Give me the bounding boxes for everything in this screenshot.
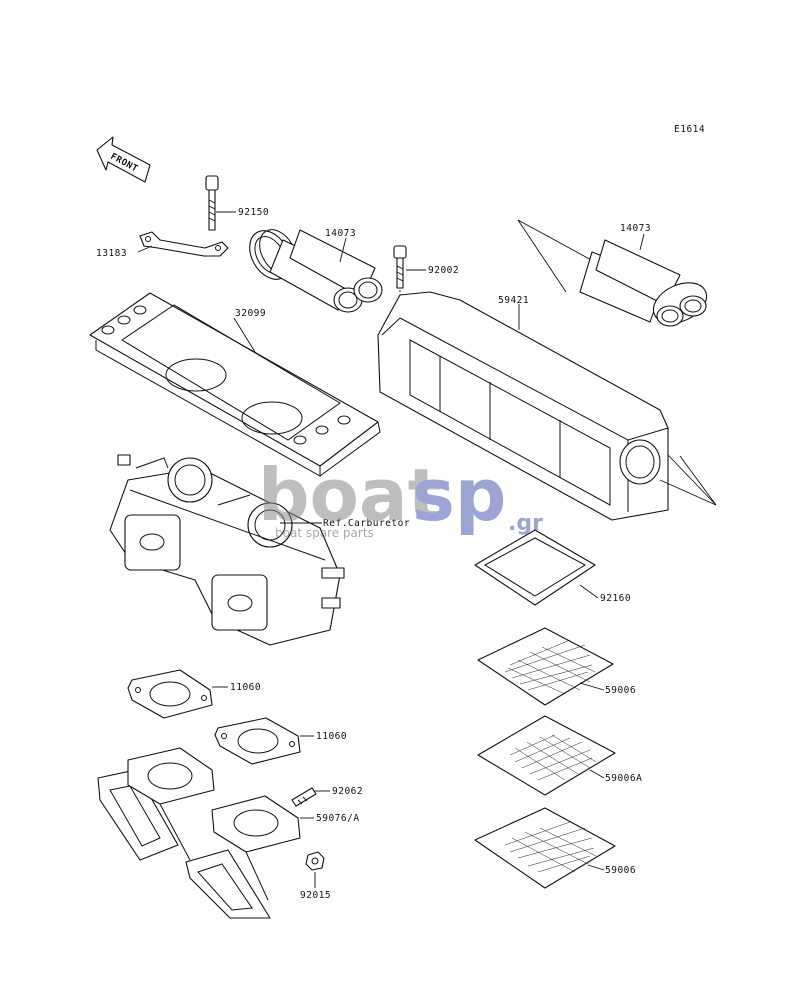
callout-11060-lower: 11060 [316, 731, 347, 742]
callout-59006A: 59006A [605, 773, 642, 784]
screen-59006-bottom [474, 807, 616, 889]
callout-32099: 32099 [235, 308, 266, 319]
callout-13183: 13183 [96, 248, 127, 259]
front-arrow-icon: FRONT [96, 136, 151, 183]
screen-59006A [477, 715, 616, 796]
bracket-13183 [137, 231, 229, 257]
callout-92002: 92002 [428, 265, 459, 276]
gasket-11060-upper [127, 669, 228, 719]
callout-14073-left: 14073 [325, 228, 356, 239]
air-box-base-32099 [89, 292, 381, 477]
watermark-suffix: .gr [508, 511, 543, 536]
diagram-id: E1614 [674, 124, 705, 135]
watermark-tagline: boat spare parts [275, 526, 374, 540]
bolt-92150 [205, 175, 236, 231]
callout-92062: 92062 [332, 786, 363, 797]
manifold-59076A [97, 747, 314, 919]
arrester-case-59421 [377, 291, 717, 521]
gasket-11060-lower [214, 717, 314, 765]
callout-59421: 59421 [498, 295, 529, 306]
screen-59006-top [477, 627, 614, 706]
carburetor-assembly [109, 454, 345, 646]
callout-59006-bottom: 59006 [605, 865, 636, 876]
callout-59006-top: 59006 [605, 685, 636, 696]
watermark-brand-right: sp [412, 453, 506, 537]
watermark-brand-left: boat [258, 453, 442, 537]
gasket-92160 [474, 529, 599, 606]
nut-92015 [305, 851, 325, 888]
callout-59076A: 59076/A [316, 813, 360, 824]
callout-11060-upper: 11060 [230, 682, 261, 693]
callout-92150: 92150 [238, 207, 269, 218]
ref-carburetor-label: Ref.Carburetor [323, 518, 410, 529]
stud-92062 [291, 787, 330, 807]
intake-duct-14073-left [249, 229, 383, 313]
callout-14073-right: 14073 [620, 223, 651, 234]
callout-92160: 92160 [600, 593, 631, 604]
watermark-logo: boat sp .gr boat spare parts [258, 453, 543, 540]
intake-duct-14073-right [517, 219, 708, 327]
callout-92015: 92015 [300, 890, 331, 901]
